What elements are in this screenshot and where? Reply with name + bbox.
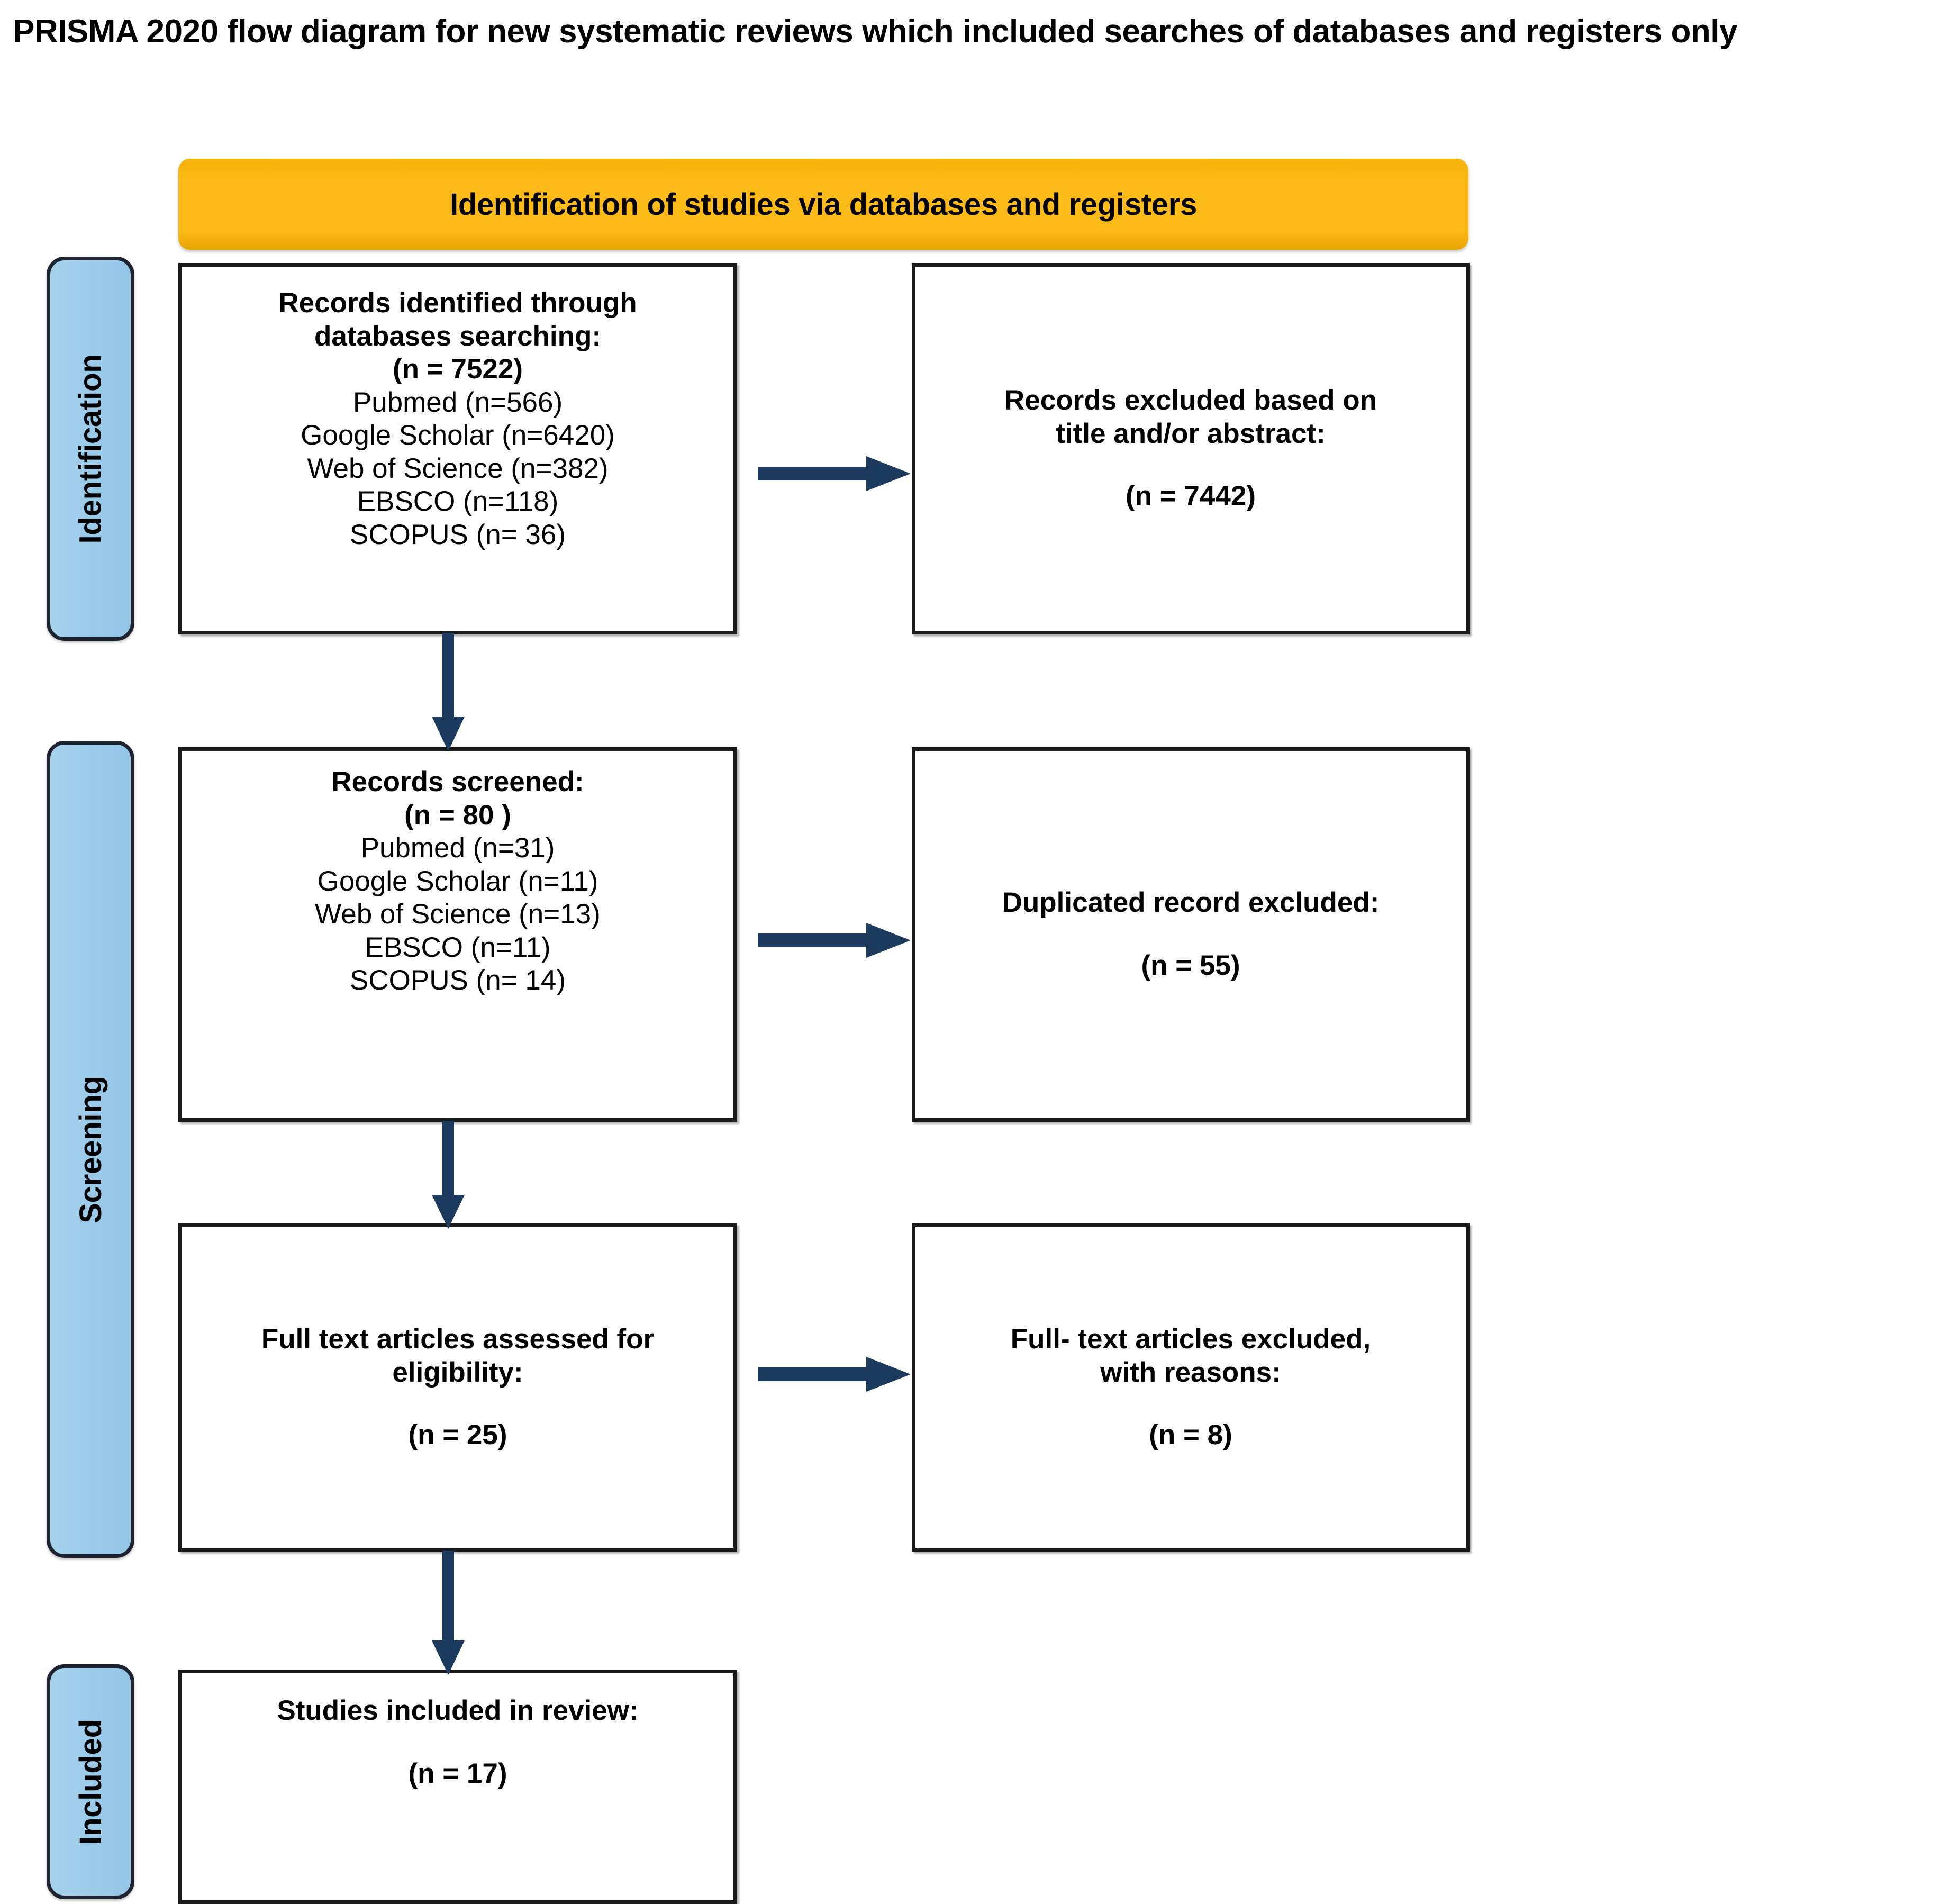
rail-identification: Identification	[47, 257, 134, 641]
arrow-right-fulltext-to-ftexcluded	[758, 1355, 911, 1394]
box-line: eligibility:	[392, 1356, 523, 1388]
box-line: Google Scholar (n=6420)	[301, 420, 615, 451]
arrow-down-fulltext-to-included	[430, 1551, 467, 1675]
box-line: Full text articles assessed for	[261, 1323, 655, 1355]
box-line: Records excluded based on	[1004, 385, 1377, 416]
box-line: with reasons:	[1100, 1356, 1281, 1388]
box-count: (n = 25)	[408, 1419, 507, 1451]
arrow-right-identified-to-excluded	[758, 454, 911, 493]
box-line: Full- text articles excluded,	[1010, 1323, 1371, 1355]
box-count: (n = 8)	[1149, 1419, 1232, 1451]
box-line: Web of Science (n=382)	[307, 452, 609, 484]
box-line: Records screened:	[331, 766, 584, 797]
box-line: SCOPUS (n= 14)	[350, 965, 566, 996]
page-title: PRISMA 2020 flow diagram for new systema…	[13, 13, 1737, 50]
box-studies-included: Studies included in review: (n = 17)	[178, 1670, 737, 1904]
arrow-down-screened-to-fulltext	[430, 1121, 467, 1229]
rail-identification-label: Identification	[73, 353, 108, 544]
box-fulltext-assessed: Full text articles assessed for eligibil…	[178, 1223, 737, 1552]
rail-included: Included	[47, 1664, 134, 1899]
arrow-down-identified-to-screened	[430, 633, 467, 752]
box-line: (n = 80 )	[404, 799, 511, 831]
box-fulltext-excluded: Full- text articles excluded, with reaso…	[912, 1223, 1470, 1552]
box-line: Web of Science (n=13)	[315, 899, 601, 930]
box-records-identified: Records identified through databases sea…	[178, 263, 737, 634]
box-duplicated-record-excluded: Duplicated record excluded: (n = 55)	[912, 747, 1470, 1122]
box-count: (n = 55)	[1141, 950, 1240, 981]
stage-banner-label: Identification of studies via databases …	[450, 187, 1197, 222]
box-count: (n = 17)	[408, 1757, 507, 1789]
box-line: EBSCO (n=11)	[365, 931, 551, 963]
box-line: (n = 7522)	[393, 353, 523, 385]
arrow-right-screened-to-duplicated	[758, 921, 911, 960]
box-line: Pubmed (n=566)	[352, 386, 563, 418]
box-line: title and/or abstract:	[1056, 418, 1326, 449]
box-line: Duplicated record excluded:	[1002, 887, 1380, 919]
box-line: Pubmed (n=31)	[360, 832, 555, 864]
box-line: EBSCO (n=118)	[357, 486, 559, 518]
box-line: Google Scholar (n=11)	[317, 865, 598, 897]
stage-banner-identification: Identification of studies via databases …	[178, 159, 1468, 250]
box-count: (n = 7442)	[1126, 480, 1256, 512]
box-line: SCOPUS (n= 36)	[350, 519, 566, 550]
rail-screening-label: Screening	[73, 1075, 108, 1223]
box-line: Studies included in review:	[277, 1695, 639, 1726]
box-records-excluded-title-abstract: Records excluded based on title and/or a…	[912, 263, 1470, 634]
box-records-screened: Records screened: (n = 80 ) Pubmed (n=31…	[178, 747, 737, 1122]
rail-screening: Screening	[47, 741, 134, 1558]
box-line: databases searching:	[314, 320, 601, 352]
rail-included-label: Included	[73, 1719, 108, 1845]
box-line: Records identified through	[278, 287, 637, 319]
